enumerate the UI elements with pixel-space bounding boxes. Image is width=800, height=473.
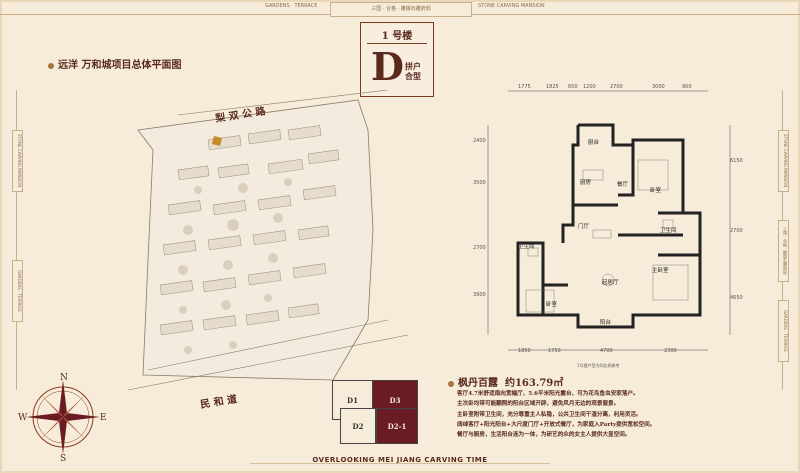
room-bedroom-sw: 卧室 bbox=[546, 302, 558, 308]
building-1-highlight bbox=[212, 136, 222, 146]
room-balcony: 阳台 bbox=[600, 320, 612, 326]
unit-type-letter: D bbox=[371, 44, 404, 89]
south-road-edge-2 bbox=[127, 334, 408, 390]
left-decor-tag-1: STONE CARVING MANSION bbox=[12, 130, 23, 192]
unit-title: 枫丹百露 约163.79㎡ bbox=[448, 374, 563, 389]
walls bbox=[516, 123, 702, 329]
dim-top-2: 1825 bbox=[546, 84, 559, 90]
header-center-text: 三国 · 合格 · 雕版石雕府邸 bbox=[330, 2, 472, 17]
dim-top-7: 900 bbox=[682, 84, 692, 90]
dim-top-5: 2700 bbox=[610, 84, 623, 90]
building-divider bbox=[367, 43, 427, 44]
right-decor-tag-1: STONE CARVING MANSION bbox=[778, 130, 789, 192]
dim-bottom-1: 1850 bbox=[518, 348, 531, 354]
description-line-3: 主卧室附带卫生间，充分尊重主人私隐，公共卫生间干湿分离，利用灵活。 bbox=[457, 411, 642, 418]
description-line-5: 餐厅与厨房，生活阳台连为一体，为研艺的众的女主人提供大显空间。 bbox=[457, 432, 631, 439]
room-bedroom-north: 卧室 bbox=[650, 188, 662, 194]
description-line-4: 阔绰客厅+阳光阳台+大尺度门厅+开放式餐厅，为家庭入Party提供宽松空间。 bbox=[457, 421, 656, 428]
unit-type-name: 拼户合型 bbox=[405, 61, 421, 81]
dim-top-6: 3000 bbox=[652, 84, 665, 90]
compass-rose-icon: N S W E bbox=[18, 373, 107, 462]
dim-left-4: 3900 bbox=[473, 292, 486, 298]
header-left-text: GARDENS · TERRACE bbox=[265, 3, 318, 9]
site-plan-title-text: 远洋 万和城项目总体平面图 bbox=[58, 60, 182, 71]
right-decor-tag-3: GARDENS · TERRACE bbox=[778, 300, 789, 362]
bullet-icon bbox=[448, 380, 454, 387]
room-bath-left: 卫生间 bbox=[518, 244, 535, 250]
dim-left-3: 2700 bbox=[473, 245, 486, 251]
keyplan-d2-1: D2-1 bbox=[376, 408, 418, 444]
compass-e: E bbox=[100, 413, 107, 423]
dim-right-2: 2700 bbox=[730, 228, 743, 234]
room-kitchen: 厨房 bbox=[580, 180, 592, 186]
header-right-text: STONE CARVING MANSION bbox=[478, 3, 545, 9]
room-bath-right: 卫生间 bbox=[660, 228, 677, 234]
unit-area: 约163.79㎡ bbox=[504, 378, 564, 389]
floor-plan-drawing bbox=[487, 90, 731, 351]
building-number: 1 号楼 bbox=[381, 31, 413, 42]
right-decor-tag-2: 三国 · 合格 · 雕版石雕府邸 bbox=[778, 220, 789, 282]
site-buildings bbox=[159, 125, 340, 336]
keyplan-d2: D2 bbox=[340, 408, 376, 444]
dim-top-1: 1775 bbox=[518, 84, 531, 90]
building-key-plan: D1 D3 D2 D2-1 bbox=[332, 380, 442, 448]
dim-right-1: 6150 bbox=[730, 158, 743, 164]
room-master: 主卧室 bbox=[652, 268, 669, 274]
site-greenery bbox=[178, 178, 292, 354]
footer-line bbox=[250, 463, 550, 464]
room-dining: 餐厅 bbox=[617, 182, 629, 188]
south-road-edge bbox=[147, 319, 389, 371]
unit-description: 客厅4.7米舒适南向宽幅厅，5.6平米阳光露台，可为花鸟鱼虫安家落户。 主次卧均… bbox=[457, 389, 787, 440]
room-living: 起居厅 bbox=[602, 280, 619, 286]
description-line-2: 主次卧均带可能翻照的阳台区域开辟，避免风月无边的观景窗景。 bbox=[457, 401, 620, 408]
compass-n: N bbox=[60, 373, 68, 383]
compass-w: W bbox=[18, 413, 28, 423]
floor-plan-note: 1号楼户型为同比例参考 bbox=[577, 363, 620, 368]
footer-slogan: OVERLOOKING MEI JIANG CARVING TIME bbox=[312, 456, 488, 464]
fixtures bbox=[525, 159, 689, 313]
header-bar: GARDENS · TERRACE 三国 · 合格 · 雕版石雕府邸 STONE… bbox=[0, 0, 800, 22]
north-road-edge bbox=[177, 90, 389, 116]
dim-right-3: 4650 bbox=[730, 295, 743, 301]
dim-bottom-2: 1750 bbox=[548, 348, 561, 354]
dim-top-3: 650 bbox=[568, 84, 578, 90]
left-decor-line bbox=[16, 90, 17, 390]
room-kitchen-balcony: 厨台 bbox=[588, 140, 600, 146]
left-decor-tag-2: GARDENS · TERRACE bbox=[12, 260, 23, 322]
dim-bottom-3: 4700 bbox=[600, 348, 613, 354]
dim-top-4: 1200 bbox=[583, 84, 596, 90]
dim-bottom-4: 2300 bbox=[664, 348, 677, 354]
left-decor-bar: STONE CARVING MANSION GARDENS · TERRACE bbox=[10, 90, 24, 390]
site-plan-map bbox=[127, 90, 408, 390]
description-line-1: 客厅4.7米舒适南向宽幅厅，5.6平米阳光露台，可为花鸟鱼虫安家落户。 bbox=[457, 391, 639, 397]
bullet-icon bbox=[48, 62, 54, 69]
unit-name: 枫丹百露 bbox=[458, 378, 498, 389]
dim-left-1: 2400 bbox=[473, 138, 486, 144]
room-foyer: 门厅 bbox=[578, 224, 590, 230]
site-plan-title: 远洋 万和城项目总体平面图 bbox=[48, 56, 181, 71]
compass-s: S bbox=[60, 454, 66, 462]
right-decor-bar: STONE CARVING MANSION 三国 · 合格 · 雕版石雕府邸 G… bbox=[776, 90, 790, 390]
building-label-box: 1 号楼 D 拼户合型 bbox=[360, 22, 434, 97]
dim-left-2: 3500 bbox=[473, 180, 486, 186]
